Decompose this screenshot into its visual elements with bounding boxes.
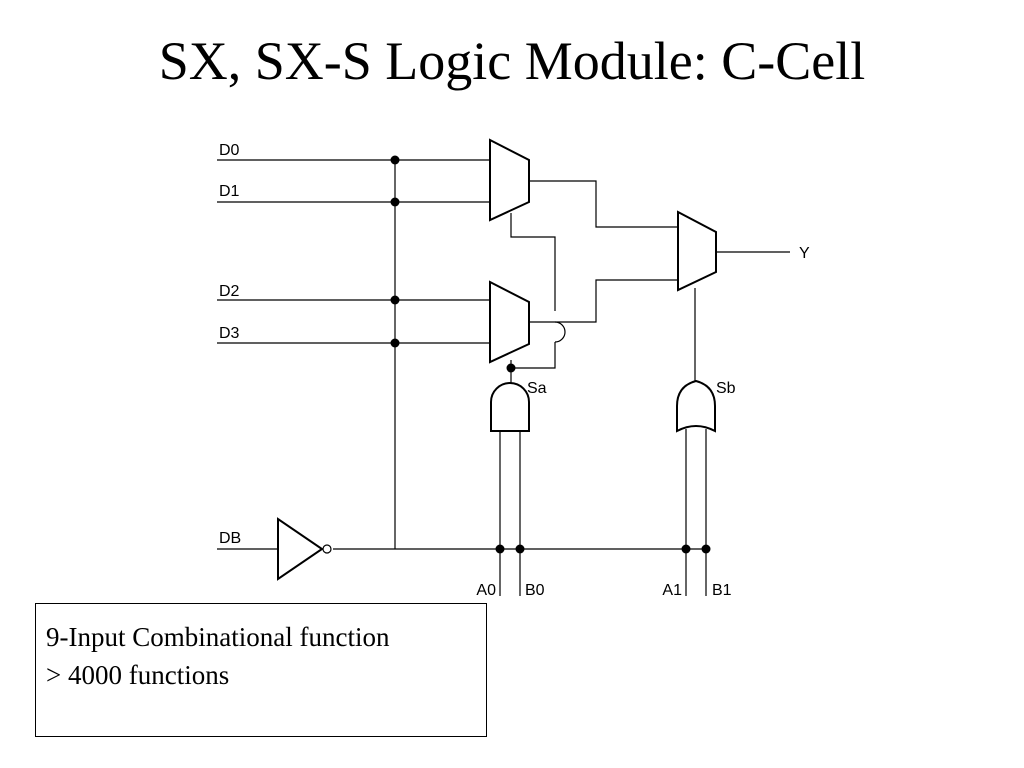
- label-d1: D1: [219, 183, 240, 200]
- junction-dot: [515, 544, 525, 554]
- note-line-1: 9-Input Combinational function: [46, 622, 390, 652]
- wire-mux2-to-mux3: [555, 279, 678, 323]
- wire-mux2-out: [511, 342, 556, 369]
- mux-3: [677, 210, 717, 292]
- wire-mux1-select: [510, 213, 556, 311]
- junction-dot: [390, 295, 400, 305]
- label-b0: B0: [525, 582, 545, 599]
- label-sa: Sa: [527, 380, 547, 397]
- mux-1: [489, 138, 530, 222]
- junction-dot: [506, 363, 516, 373]
- label-y: Y: [799, 245, 810, 262]
- label-b1: B1: [712, 582, 732, 599]
- junction-dot: [495, 544, 505, 554]
- junction-dot: [390, 155, 400, 165]
- note-line-2: > 4000 functions: [46, 660, 230, 690]
- slide-title: SX, SX-S Logic Module: C-Cell: [158, 31, 866, 91]
- inverter-db: [277, 517, 324, 581]
- label-sb: Sb: [716, 380, 736, 397]
- label-d0: D0: [219, 142, 240, 159]
- mux-2: [489, 280, 530, 364]
- label-a1: A1: [662, 582, 682, 599]
- note-box: 9-Input Combinational function > 4000 fu…: [35, 603, 487, 737]
- label-db: DB: [219, 530, 241, 547]
- or-gate-sb: [676, 379, 716, 433]
- junction-dot: [681, 544, 691, 554]
- label-d2: D2: [219, 283, 240, 300]
- junction-dot: [390, 197, 400, 207]
- label-d3: D3: [219, 325, 240, 342]
- junction-dot: [701, 544, 711, 554]
- wire-mux2-out-crossover: [529, 321, 566, 343]
- junction-dot: [390, 338, 400, 348]
- inverter-bubble: [322, 544, 332, 554]
- label-a0: A0: [476, 582, 496, 599]
- wire-mux1-out: [529, 180, 678, 228]
- and-gate-sa: [490, 382, 530, 432]
